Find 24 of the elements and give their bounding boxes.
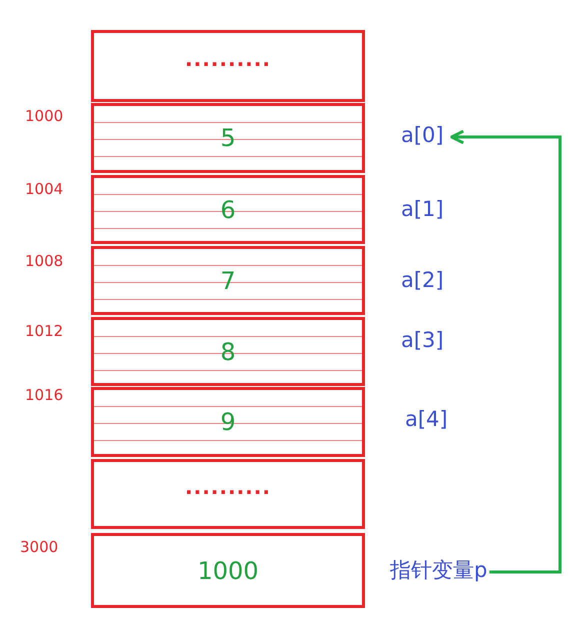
element-label: a[2]: [401, 268, 444, 292]
memory-cell: [91, 317, 365, 386]
cell-value: 1000: [197, 556, 259, 584]
memory-cell: [91, 246, 365, 315]
memory-cell: [91, 387, 365, 457]
element-label: a[0]: [401, 123, 444, 147]
address-label: 1012: [25, 322, 64, 340]
element-label: a[1]: [401, 197, 444, 221]
memory-cell: [91, 459, 365, 529]
memory-cell: [91, 103, 365, 173]
arrow: [450, 130, 562, 574]
ellipsis-text: ..........: [185, 475, 271, 501]
address-label: 1016: [25, 386, 64, 404]
address-label: 1000: [25, 107, 64, 125]
element-label: a[4]: [405, 407, 448, 431]
memory-cell: [91, 30, 365, 102]
element-label: a[3]: [401, 328, 444, 352]
address-label: 3000: [20, 538, 58, 556]
address-label: 1008: [25, 252, 64, 270]
memory-cell: [91, 533, 365, 608]
memory-cell: [91, 175, 365, 244]
pointer-label: 指针变量p: [390, 556, 488, 584]
address-label: 1004: [25, 180, 64, 198]
ellipsis-text: ..........: [185, 47, 271, 73]
